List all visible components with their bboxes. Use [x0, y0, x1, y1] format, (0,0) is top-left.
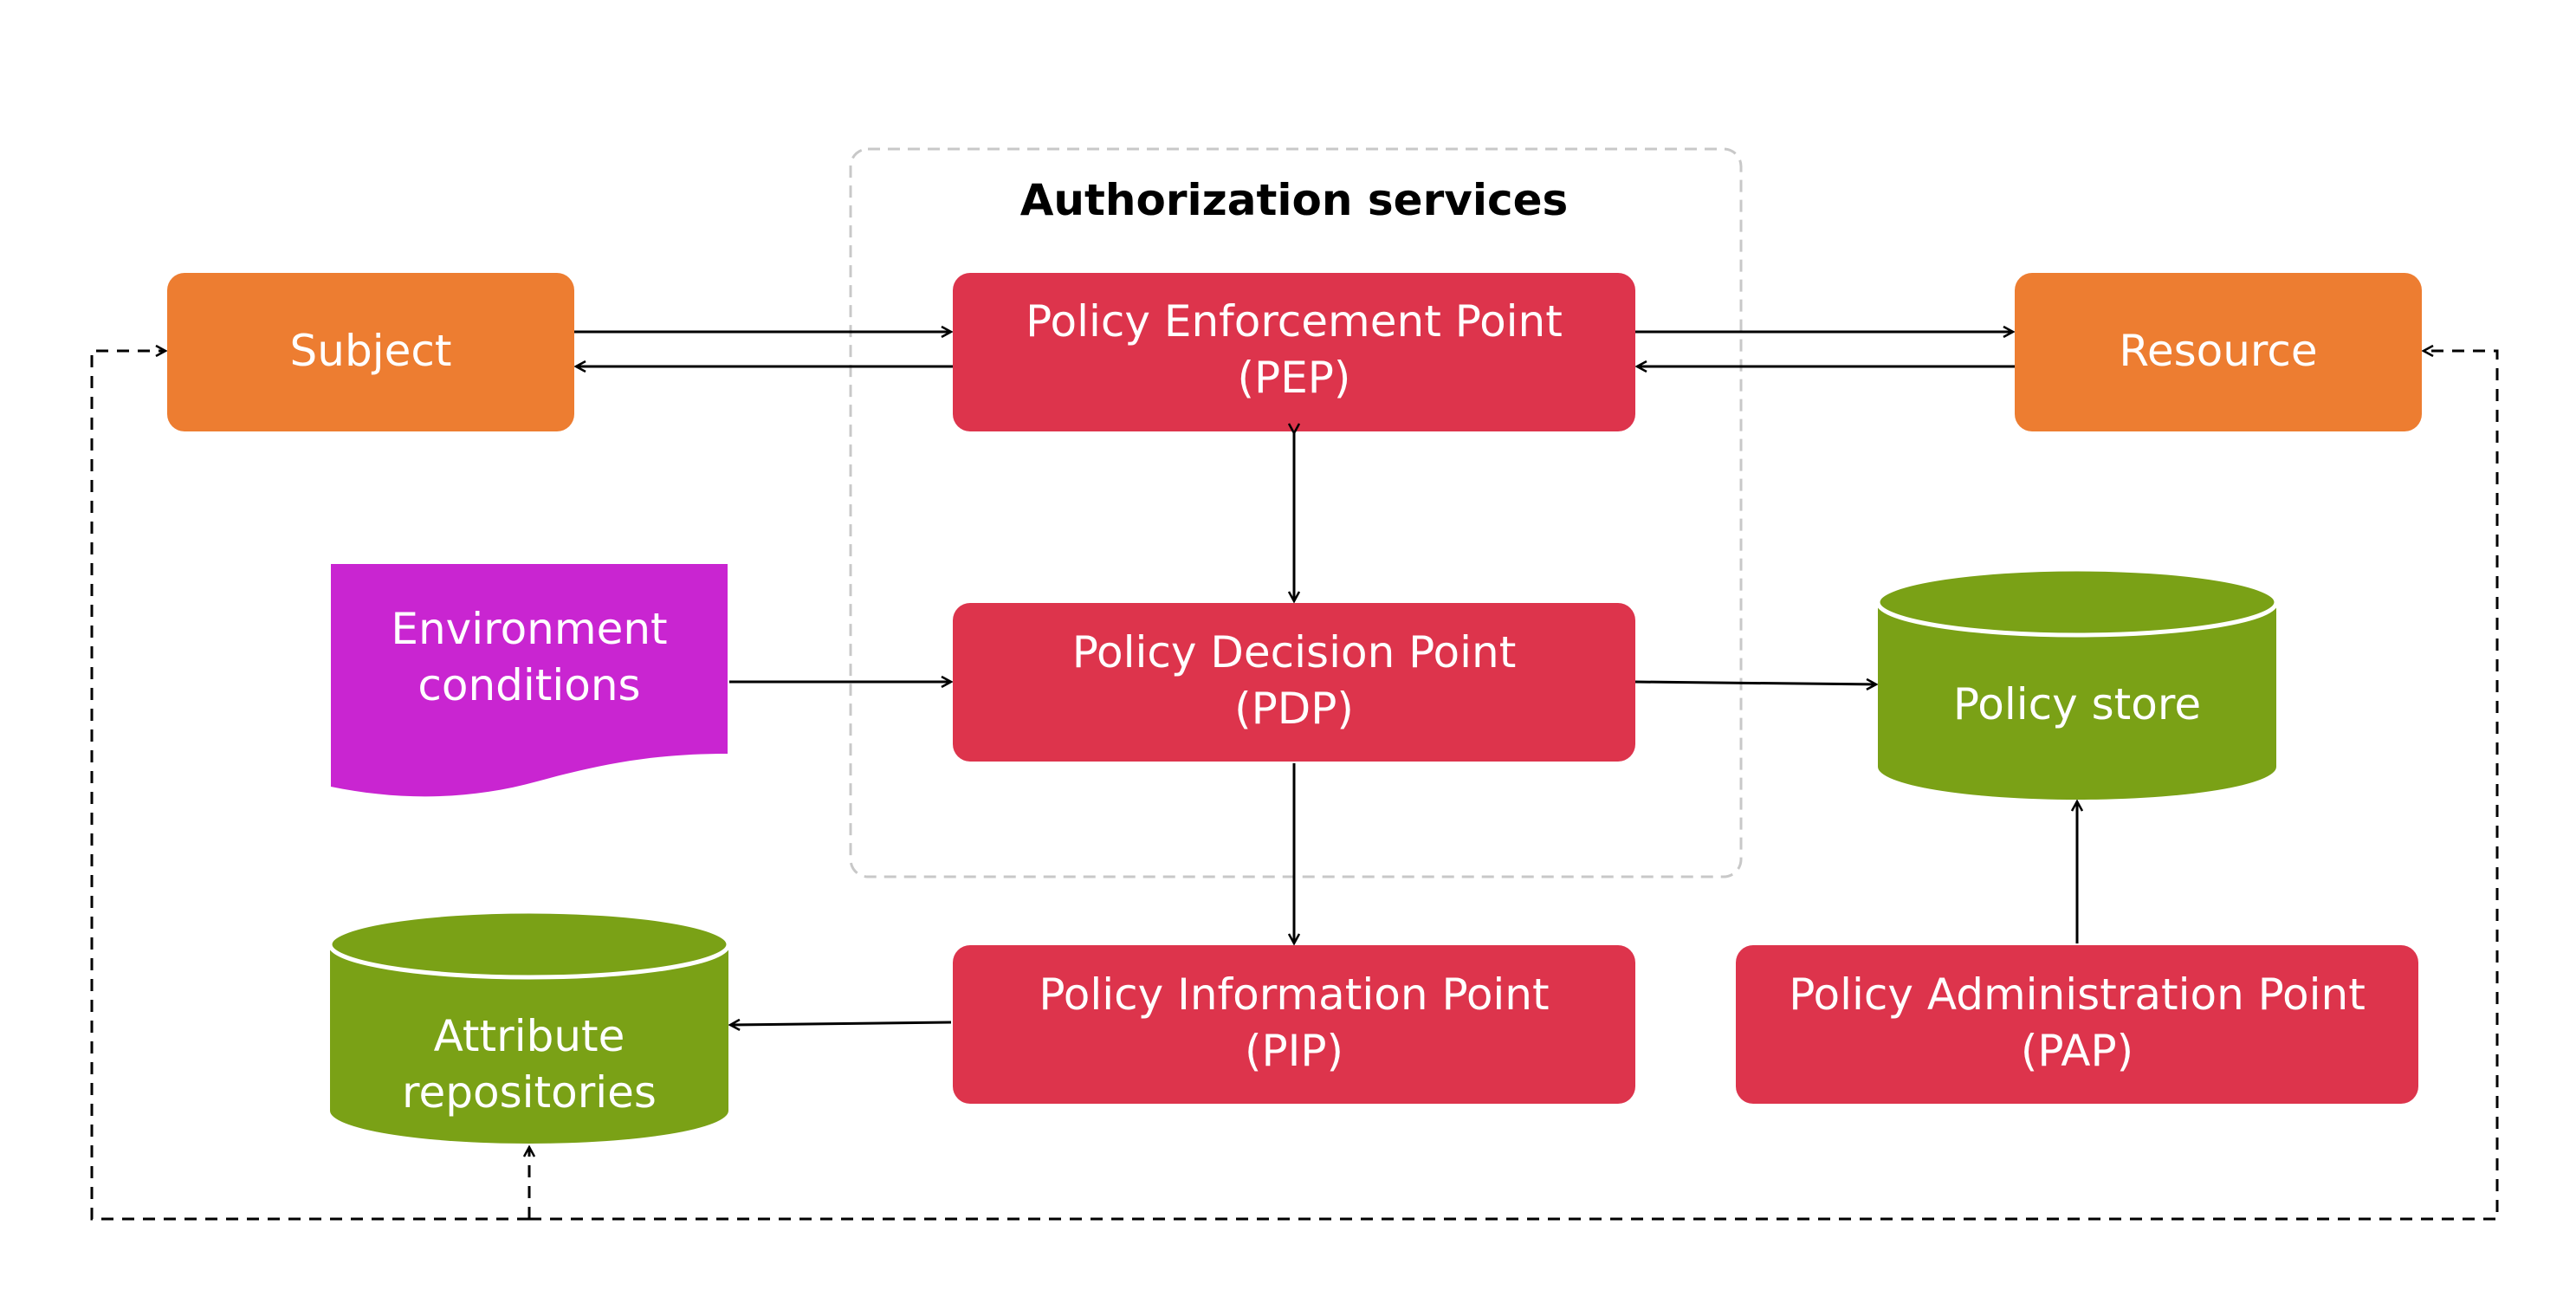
pap-label-line1: Policy Administration Point [1789, 969, 2366, 1020]
policy-store-node: Policy store [1875, 567, 2279, 800]
pdp-node: Policy Decision Point (PDP) [953, 603, 1635, 762]
environment-label-line2: conditions [417, 660, 640, 710]
attribute-repositories-node: Attribute repositories [327, 909, 731, 1144]
attribute-repositories-label-line1: Attribute [434, 1011, 625, 1061]
pep-label-line2: (PEP) [1238, 353, 1351, 403]
pip-label-line2: (PIP) [1245, 1026, 1343, 1076]
pep-node: Policy Enforcement Point (PEP) [953, 273, 1635, 431]
pip-node: Policy Information Point (PIP) [953, 945, 1635, 1104]
pdp-label-line1: Policy Decision Point [1072, 627, 1517, 677]
pdp-label-line2: (PDP) [1234, 684, 1354, 734]
subject-label: Subject [290, 326, 452, 376]
pip-label-line1: Policy Information Point [1039, 969, 1549, 1020]
resource-node: Resource [2015, 273, 2422, 431]
dashed-loop-to-resource [529, 351, 2499, 1221]
group-title: Authorization services [1020, 175, 1569, 225]
dashed-loop-to-subject [90, 351, 529, 1221]
environment-conditions-node: Environment conditions [331, 564, 728, 797]
pep-label-line1: Policy Enforcement Point [1026, 296, 1563, 347]
resource-label: Resource [2119, 326, 2317, 376]
environment-label-line1: Environment [391, 604, 667, 654]
arrow-pip-to-attribute-repositories [730, 1022, 952, 1025]
attribute-repositories-label-line2: repositories [402, 1067, 657, 1118]
pap-node: Policy Administration Point (PAP) [1736, 945, 2418, 1104]
pap-label-line2: (PAP) [2021, 1026, 2133, 1076]
arrow-pdp-to-policy-store [1634, 682, 1876, 684]
subject-node: Subject [167, 273, 574, 431]
policy-store-label: Policy store [1953, 679, 2201, 729]
authorization-services-group [849, 147, 1743, 878]
